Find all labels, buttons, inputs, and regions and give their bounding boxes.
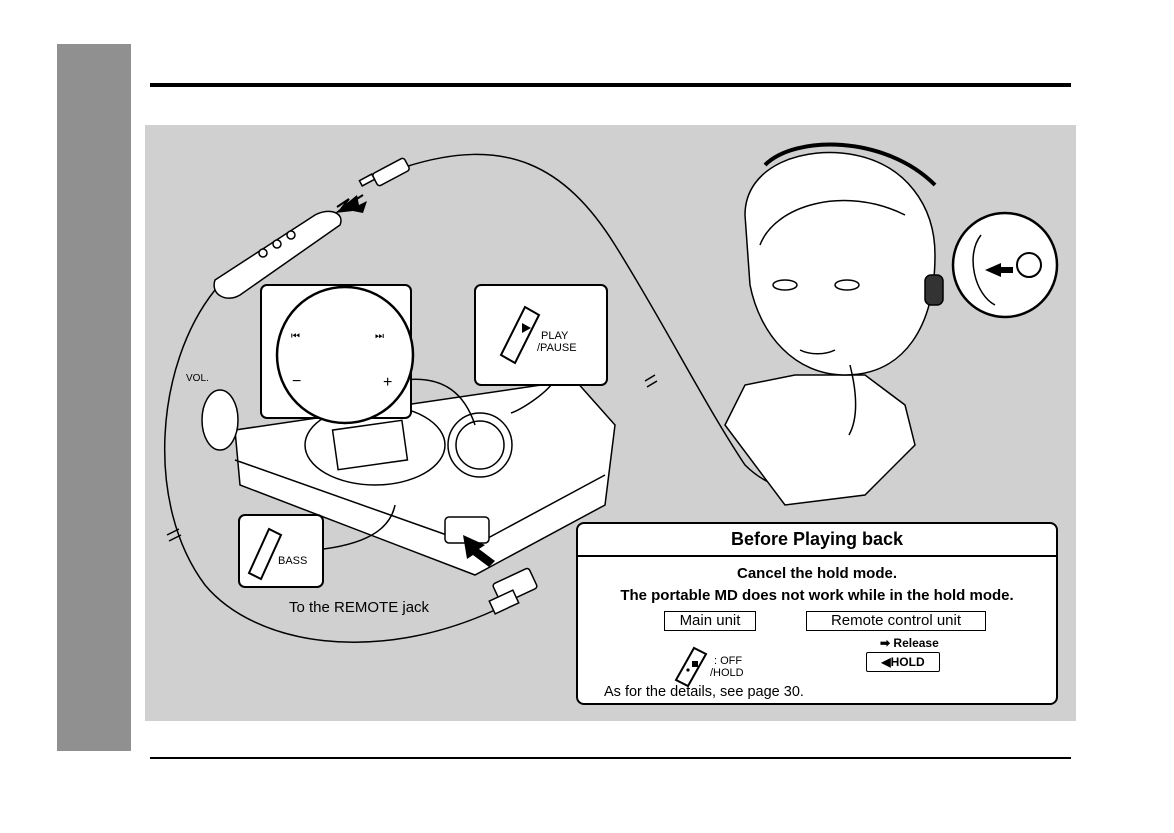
release-label: ➡ Release bbox=[880, 636, 939, 650]
bass-callout bbox=[239, 515, 323, 587]
header-rule bbox=[150, 83, 1071, 87]
details-text: As for the details, see page 30. bbox=[604, 684, 804, 700]
svg-text:+: + bbox=[383, 374, 392, 391]
release-text: Release bbox=[893, 636, 938, 650]
hold-switch-text: HOLD bbox=[891, 655, 925, 669]
section-side-tab bbox=[57, 44, 131, 751]
person-with-headphones bbox=[725, 145, 943, 505]
pause-label: /PAUSE bbox=[537, 342, 577, 354]
hold-warning-text: The portable MD does not work while in t… bbox=[578, 587, 1056, 604]
svg-text:⏭: ⏭ bbox=[375, 331, 384, 342]
before-playing-box: Before Playing back Cancel the hold mode… bbox=[576, 522, 1058, 705]
release-arrow-icon: ➡ bbox=[880, 636, 890, 650]
hold-label: /HOLD bbox=[710, 667, 744, 679]
bass-label: BASS bbox=[278, 555, 307, 567]
remote-jack-label: To the REMOTE jack bbox=[289, 599, 429, 616]
before-playing-title: Before Playing back bbox=[578, 524, 1056, 557]
footer-rule bbox=[150, 757, 1071, 759]
remote-unit-label: Remote control unit bbox=[806, 611, 986, 631]
vol-label: VOL. bbox=[186, 373, 209, 385]
cancel-hold-text: Cancel the hold mode. bbox=[578, 565, 1056, 582]
ear-inset bbox=[953, 213, 1057, 317]
headphone-plug bbox=[359, 157, 410, 186]
main-unit-label: Main unit bbox=[664, 611, 756, 631]
off-label: : OFF bbox=[714, 655, 742, 667]
remote-jack-connector bbox=[489, 568, 538, 614]
stop-hold-button-icon bbox=[670, 644, 712, 688]
left-arrow-icon: ◀ bbox=[881, 655, 890, 669]
volume-callout: ⏮ ⏭ − + bbox=[261, 285, 413, 423]
svg-text:−: − bbox=[292, 373, 301, 390]
svg-text:⏮: ⏮ bbox=[291, 331, 300, 342]
play-label: PLAY bbox=[541, 330, 568, 342]
hold-switch: ◀HOLD bbox=[866, 652, 940, 672]
